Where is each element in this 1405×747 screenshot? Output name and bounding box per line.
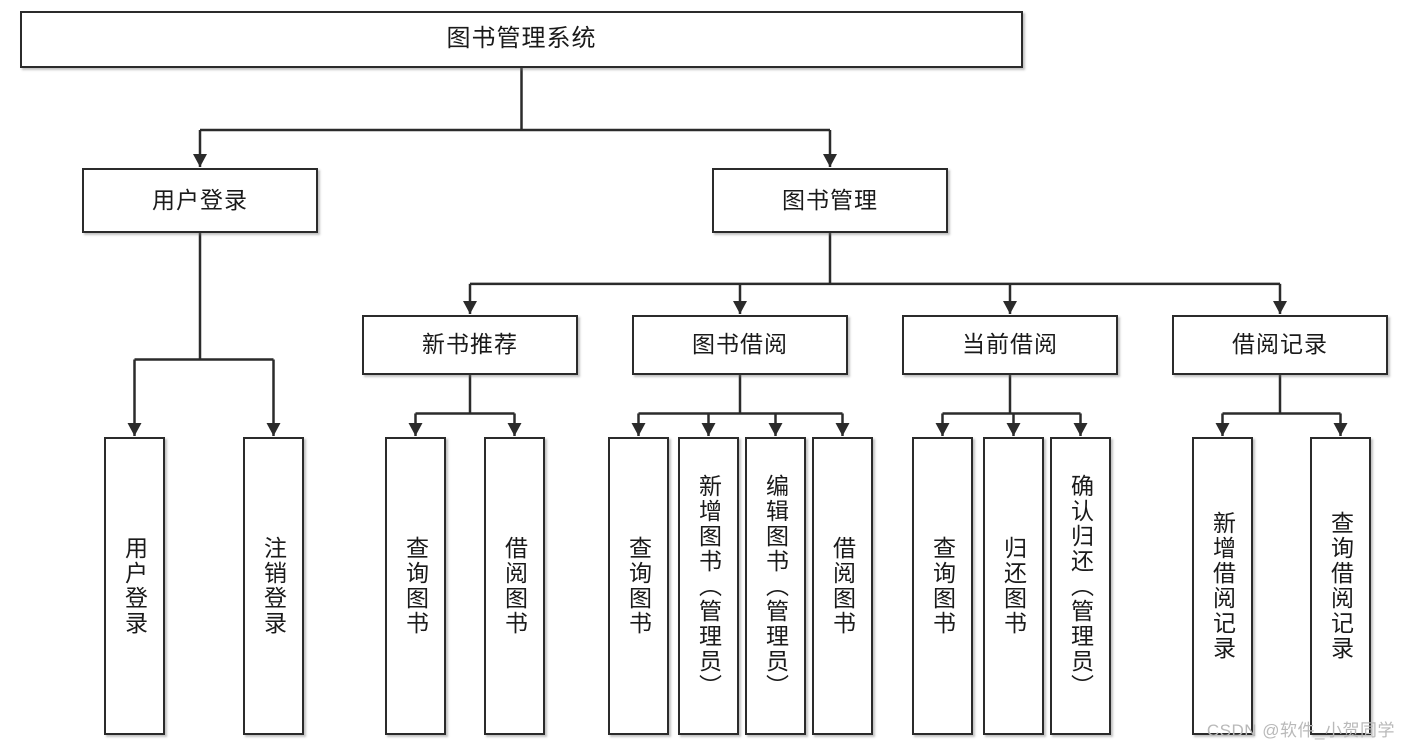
node-label: 当前借阅 xyxy=(962,331,1058,358)
node-new-book-recommend[interactable]: 新书推荐 xyxy=(362,315,578,375)
node-label: 图书管理系统 xyxy=(446,25,597,53)
node-label: 查询图书 xyxy=(625,536,652,636)
node-borrow-record[interactable]: 借阅记录 xyxy=(1172,315,1388,375)
node-label: 借阅记录 xyxy=(1232,331,1328,358)
node-current-borrow[interactable]: 当前借阅 xyxy=(902,315,1118,375)
node-label: 新增图书（管理员） xyxy=(695,473,722,699)
node-label: 借阅图书 xyxy=(829,536,856,636)
node-book-borrow[interactable]: 图书借阅 xyxy=(632,315,848,375)
node-label: 图书管理 xyxy=(782,186,878,213)
leaf-query-borrow-record[interactable]: 查询借阅记录 xyxy=(1310,437,1371,735)
leaf-borrow-book-recommend[interactable]: 借阅图书 xyxy=(484,437,545,735)
leaf-add-book-admin[interactable]: 新增图书（管理员） xyxy=(678,437,739,735)
node-root[interactable]: 图书管理系统 xyxy=(20,11,1023,68)
leaf-confirm-return-admin[interactable]: 确认归还（管理员） xyxy=(1050,437,1111,735)
node-label: 用户登录 xyxy=(152,186,248,213)
node-label: 图书借阅 xyxy=(692,331,788,358)
node-label: 确认归还（管理员） xyxy=(1067,473,1094,699)
node-label: 借阅图书 xyxy=(501,536,528,636)
leaf-user-login[interactable]: 用户登录 xyxy=(104,437,165,735)
leaf-borrow-book[interactable]: 借阅图书 xyxy=(812,437,873,735)
leaf-query-book-recommend[interactable]: 查询图书 xyxy=(385,437,446,735)
node-label: 查询借阅记录 xyxy=(1327,511,1354,661)
leaf-query-book-current[interactable]: 查询图书 xyxy=(912,437,973,735)
node-label: 归还图书 xyxy=(1000,536,1027,636)
leaf-query-book-borrow[interactable]: 查询图书 xyxy=(608,437,669,735)
leaf-edit-book-admin[interactable]: 编辑图书（管理员） xyxy=(745,437,806,735)
node-label: 用户登录 xyxy=(121,536,148,636)
node-label: 查询图书 xyxy=(929,536,956,636)
node-book-management[interactable]: 图书管理 xyxy=(712,168,948,233)
node-user-login[interactable]: 用户登录 xyxy=(82,168,318,233)
node-label: 注销登录 xyxy=(260,536,287,636)
node-label: 编辑图书（管理员） xyxy=(762,473,789,699)
leaf-logout[interactable]: 注销登录 xyxy=(243,437,304,735)
node-label: 新增借阅记录 xyxy=(1209,511,1236,661)
node-label: 新书推荐 xyxy=(422,331,518,358)
leaf-return-book[interactable]: 归还图书 xyxy=(983,437,1044,735)
node-label: 查询图书 xyxy=(402,536,429,636)
leaf-add-borrow-record[interactable]: 新增借阅记录 xyxy=(1192,437,1253,735)
